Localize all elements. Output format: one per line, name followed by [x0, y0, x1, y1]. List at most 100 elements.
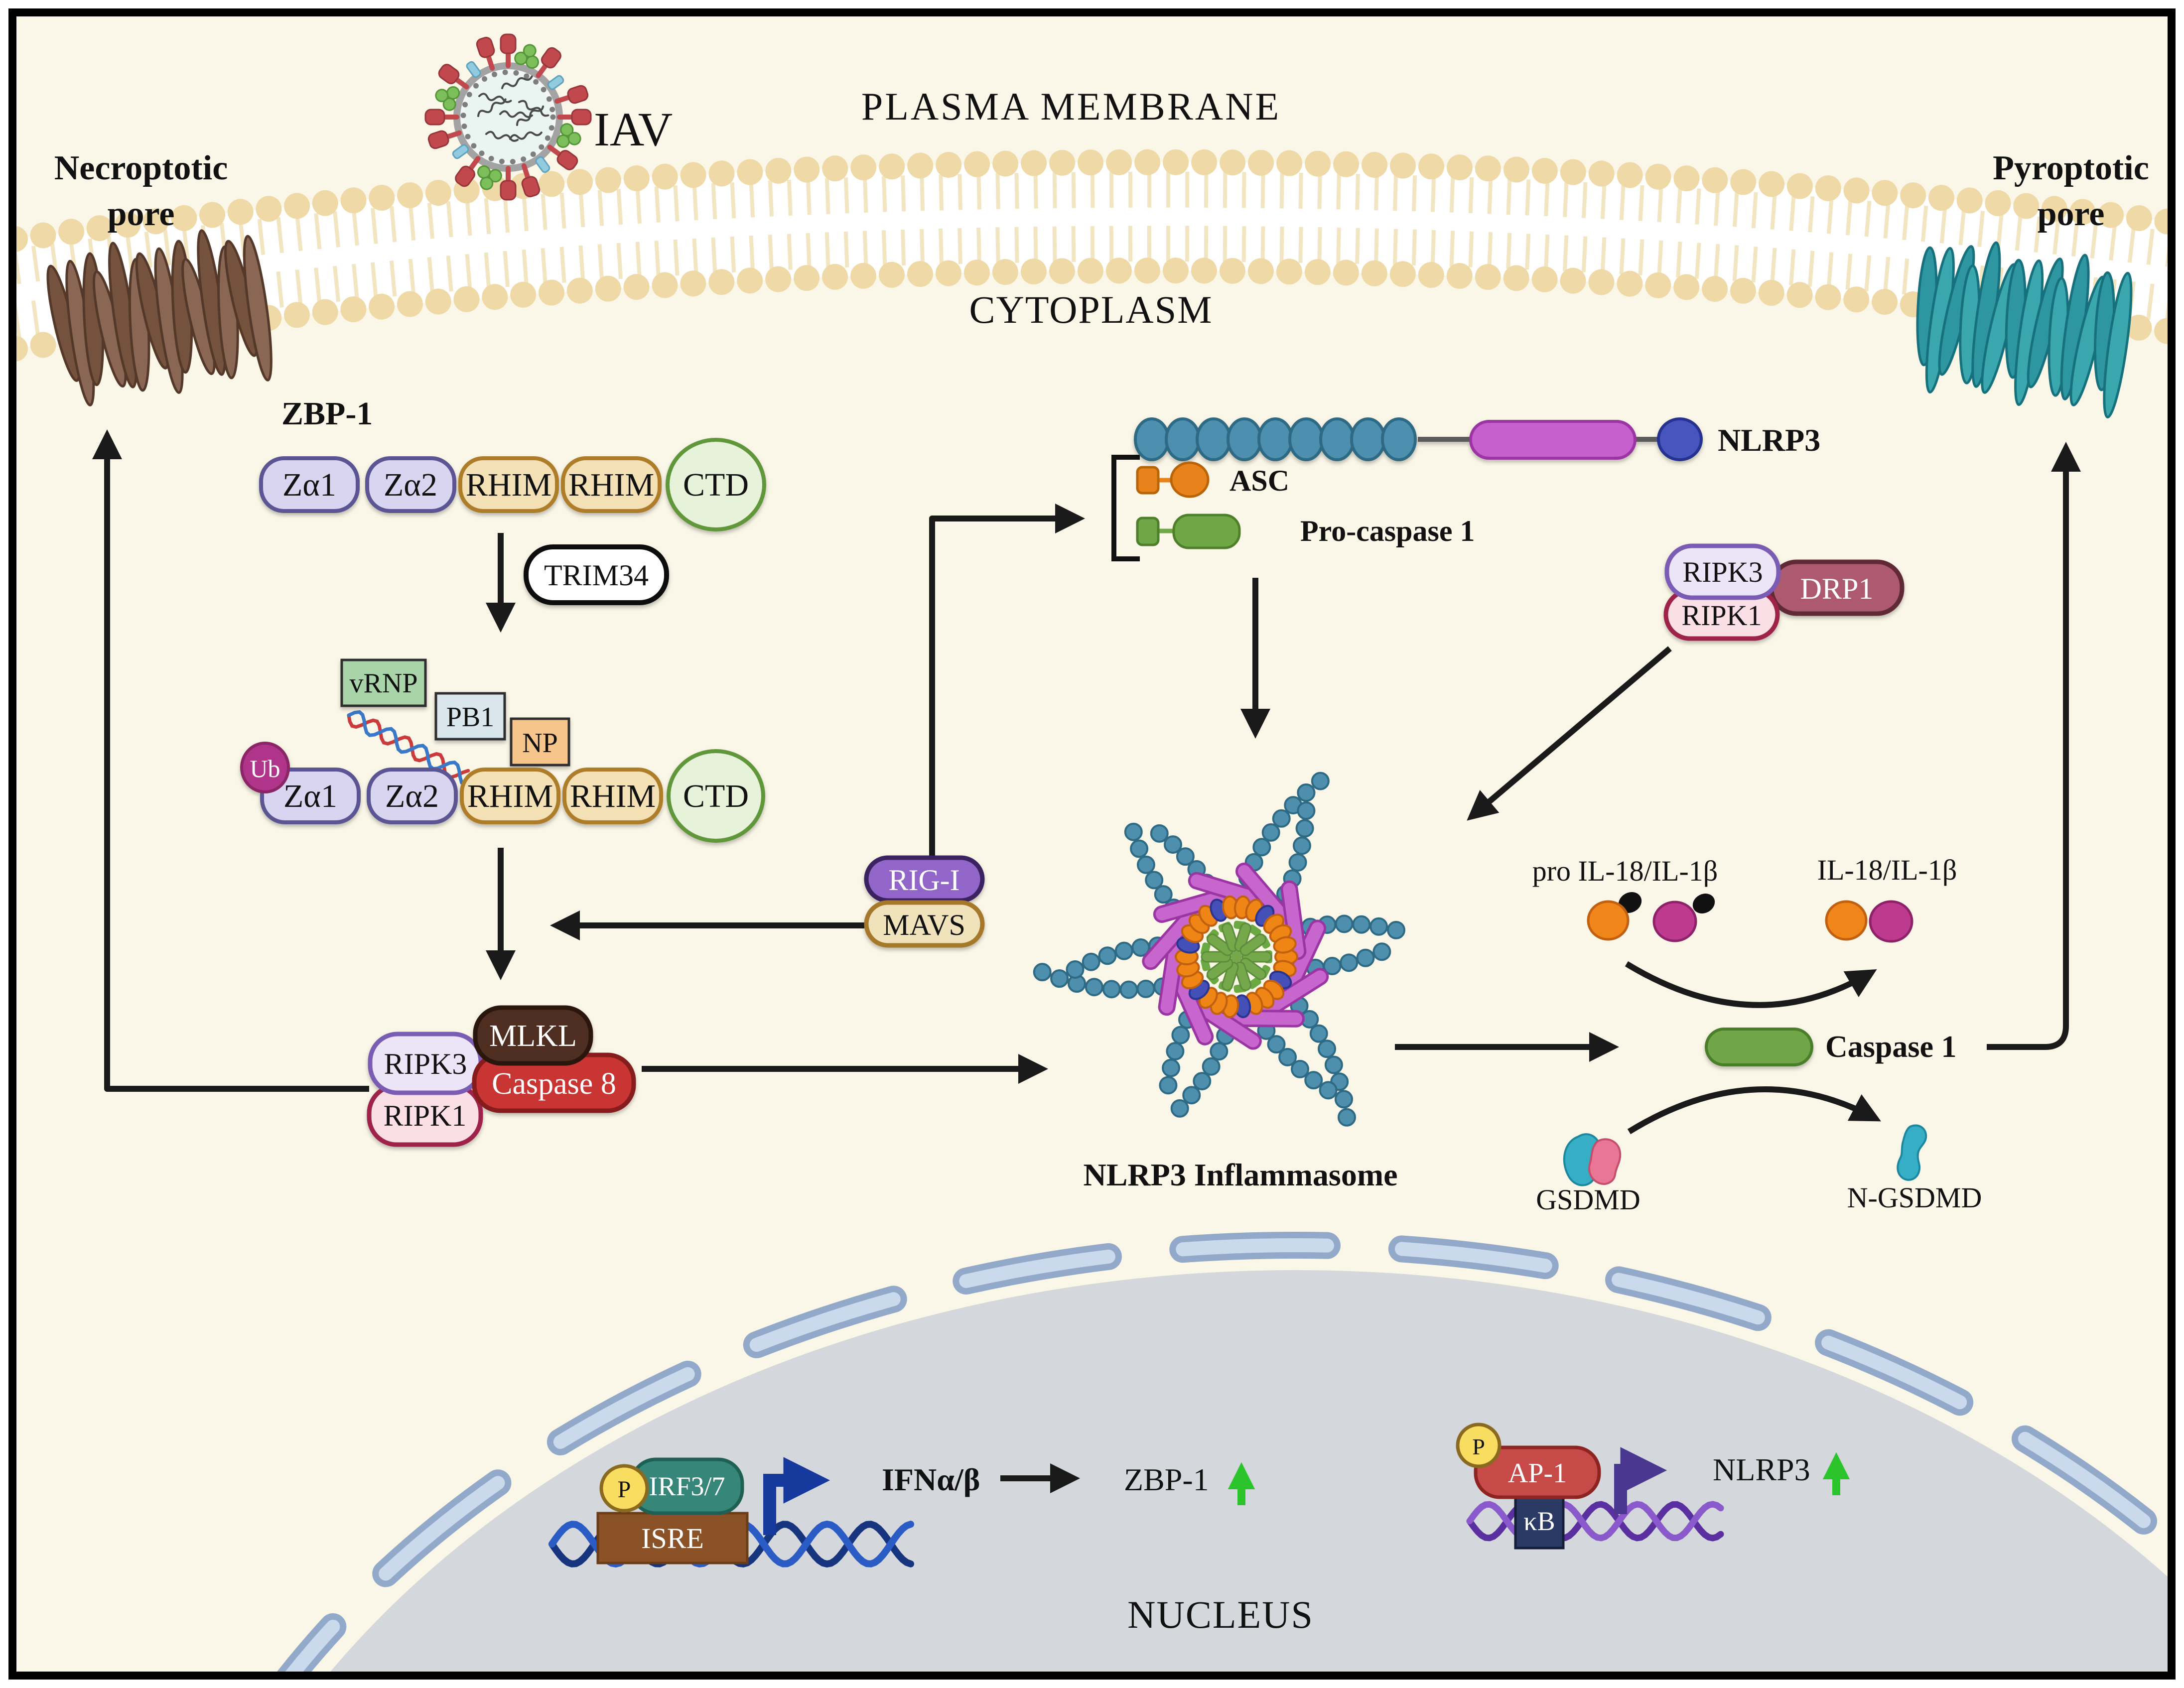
asc-icon — [1136, 461, 1210, 498]
gsdmd-label: GSDMD — [1536, 1183, 1640, 1216]
p-label: P — [1472, 1434, 1485, 1459]
nacht-domain — [1469, 420, 1637, 460]
mavs-label: MAVS — [883, 909, 965, 941]
caspase1-label: Caspase 1 — [1825, 1030, 1957, 1064]
n-gsdmd-icon — [1897, 1124, 1927, 1181]
necroptotic-pore-label: Necroptotic — [54, 149, 228, 187]
inflammasome-label: NLRP3 Inflammasome — [1083, 1157, 1397, 1192]
phospho-icon — [1456, 1423, 1502, 1468]
irf37-label: IRF3/7 — [649, 1471, 725, 1501]
n-gsdmd-label: N-GSDMD — [1847, 1181, 1982, 1214]
cytoplasm-label: CYTOPLASM — [969, 288, 1213, 331]
rhim-domain — [561, 456, 662, 513]
irf-module — [596, 1457, 749, 1564]
rhim-label: RHIM — [570, 778, 656, 814]
pro-caspase1-label: Pro-caspase 1 — [1300, 515, 1475, 547]
dna-helix-icon — [1466, 1501, 1724, 1542]
figure-border — [8, 8, 2176, 1680]
arrow-drp1-inflammasome — [1467, 646, 1672, 821]
za2-domain — [367, 768, 458, 824]
za1-domain — [260, 768, 361, 824]
trim34-box — [524, 544, 669, 605]
viral-rna-icon — [347, 710, 470, 785]
transcription-arrow-nlrp3 — [1614, 1447, 1667, 1514]
drp1-label: DRP1 — [1800, 572, 1874, 605]
necroptotic-pore-icon — [46, 229, 273, 406]
mlkl-label: MLKL — [489, 1019, 577, 1053]
rhim-domain — [562, 768, 663, 824]
ap1-label: AP-1 — [1508, 1458, 1567, 1489]
ripk3-label: RIPK3 — [1682, 556, 1763, 588]
vrnp-label: vRNP — [350, 668, 418, 699]
arrow-caspase1-pore — [1987, 442, 2081, 1050]
caspase8-label: Caspase 8 — [492, 1067, 616, 1101]
ap1-module — [1456, 1423, 1601, 1550]
zbp1-gene-label: ZBP-1 — [1124, 1462, 1209, 1497]
pb1-label: PB1 — [446, 702, 495, 733]
ripk3-label: RIPK3 — [384, 1047, 467, 1080]
zbp1-section-label: ZBP-1 — [281, 395, 373, 432]
plasma-membrane-label: PLASMA MEMBRANE — [861, 85, 1281, 128]
rhim-label: RHIM — [466, 467, 551, 503]
pro-il-label: pro IL-18/IL-1β — [1532, 855, 1718, 887]
asc-bracket — [1111, 455, 1140, 561]
za1-label: Zα1 — [282, 467, 336, 503]
vrnp-box — [340, 658, 427, 707]
pro-caspase1-icon — [1136, 514, 1241, 549]
ctd-label: CTD — [683, 467, 749, 503]
rigi-mavs-complex — [864, 855, 985, 948]
pb1-box — [434, 692, 506, 741]
transcription-arrow-ifn — [763, 1457, 830, 1535]
ub-label: Ub — [250, 755, 280, 782]
np-box — [510, 717, 570, 767]
zbp1-domain-chain — [259, 438, 766, 531]
nlrp3-inflammasome-icon — [1033, 772, 1406, 1127]
rhim-domain — [460, 768, 560, 824]
iav-label: IAV — [594, 103, 673, 156]
arrow-proil-il — [1625, 961, 1877, 1008]
kb-label: κB — [1523, 1506, 1555, 1536]
il-label: IL-18/IL-1β — [1817, 854, 1957, 886]
nucleus-label: NUCLEUS — [1127, 1593, 1314, 1636]
za1-domain — [259, 456, 360, 513]
phospho-icon — [599, 1464, 649, 1513]
mavs-pill — [864, 900, 985, 948]
arrow-necrosome-pore — [92, 429, 369, 1092]
ctd-label: CTD — [683, 778, 749, 814]
rhim-label: RHIM — [568, 467, 654, 503]
za1-label: Zα1 — [283, 778, 337, 814]
kb-box — [1514, 1493, 1565, 1550]
ctd-domain — [666, 438, 766, 531]
za2-label: Zα2 — [384, 467, 437, 503]
rigi-label: RIG-I — [888, 864, 959, 897]
ripk1-label: RIPK1 — [384, 1099, 467, 1132]
pyroptotic-pore-label: pore — [2038, 195, 2105, 233]
asc-label: ASC — [1229, 464, 1289, 497]
trim34-label: TRIM34 — [544, 559, 649, 592]
rhim-domain — [458, 456, 559, 513]
necroptotic-pore-label: pore — [108, 195, 175, 233]
ubiquitin-icon — [240, 742, 290, 793]
plasma-membrane-icon — [16, 149, 2168, 362]
mature-il-icons — [1825, 900, 1913, 943]
pathway-arrows — [92, 429, 2081, 1493]
arrow-gsdmd-ngsdmd — [1627, 1086, 1881, 1135]
pyd-domain — [1657, 417, 1703, 461]
pyroptotic-pore-icon — [1916, 241, 2133, 419]
isre-label: ISRE — [641, 1522, 704, 1555]
zbp1-vrnp-complex — [240, 658, 765, 843]
arrow-rigi-asc — [929, 504, 1085, 858]
ap1-pill — [1474, 1445, 1601, 1499]
pro-il-icons — [1587, 892, 1715, 942]
caspase1-pill — [1705, 1028, 1813, 1066]
mlkl-pill — [473, 1005, 593, 1066]
ctd-domain — [667, 749, 765, 843]
ripk3-pill — [1664, 543, 1781, 600]
nlrp3-gene-label: NLRP3 — [1713, 1452, 1810, 1487]
drp1-complex — [1663, 543, 1905, 641]
za2-label: Zα2 — [385, 778, 439, 814]
ripk1-label: RIPK1 — [1681, 599, 1762, 632]
nlrp3-molecule-label: NLRP3 — [1718, 422, 1820, 458]
p-label: P — [618, 1476, 631, 1503]
